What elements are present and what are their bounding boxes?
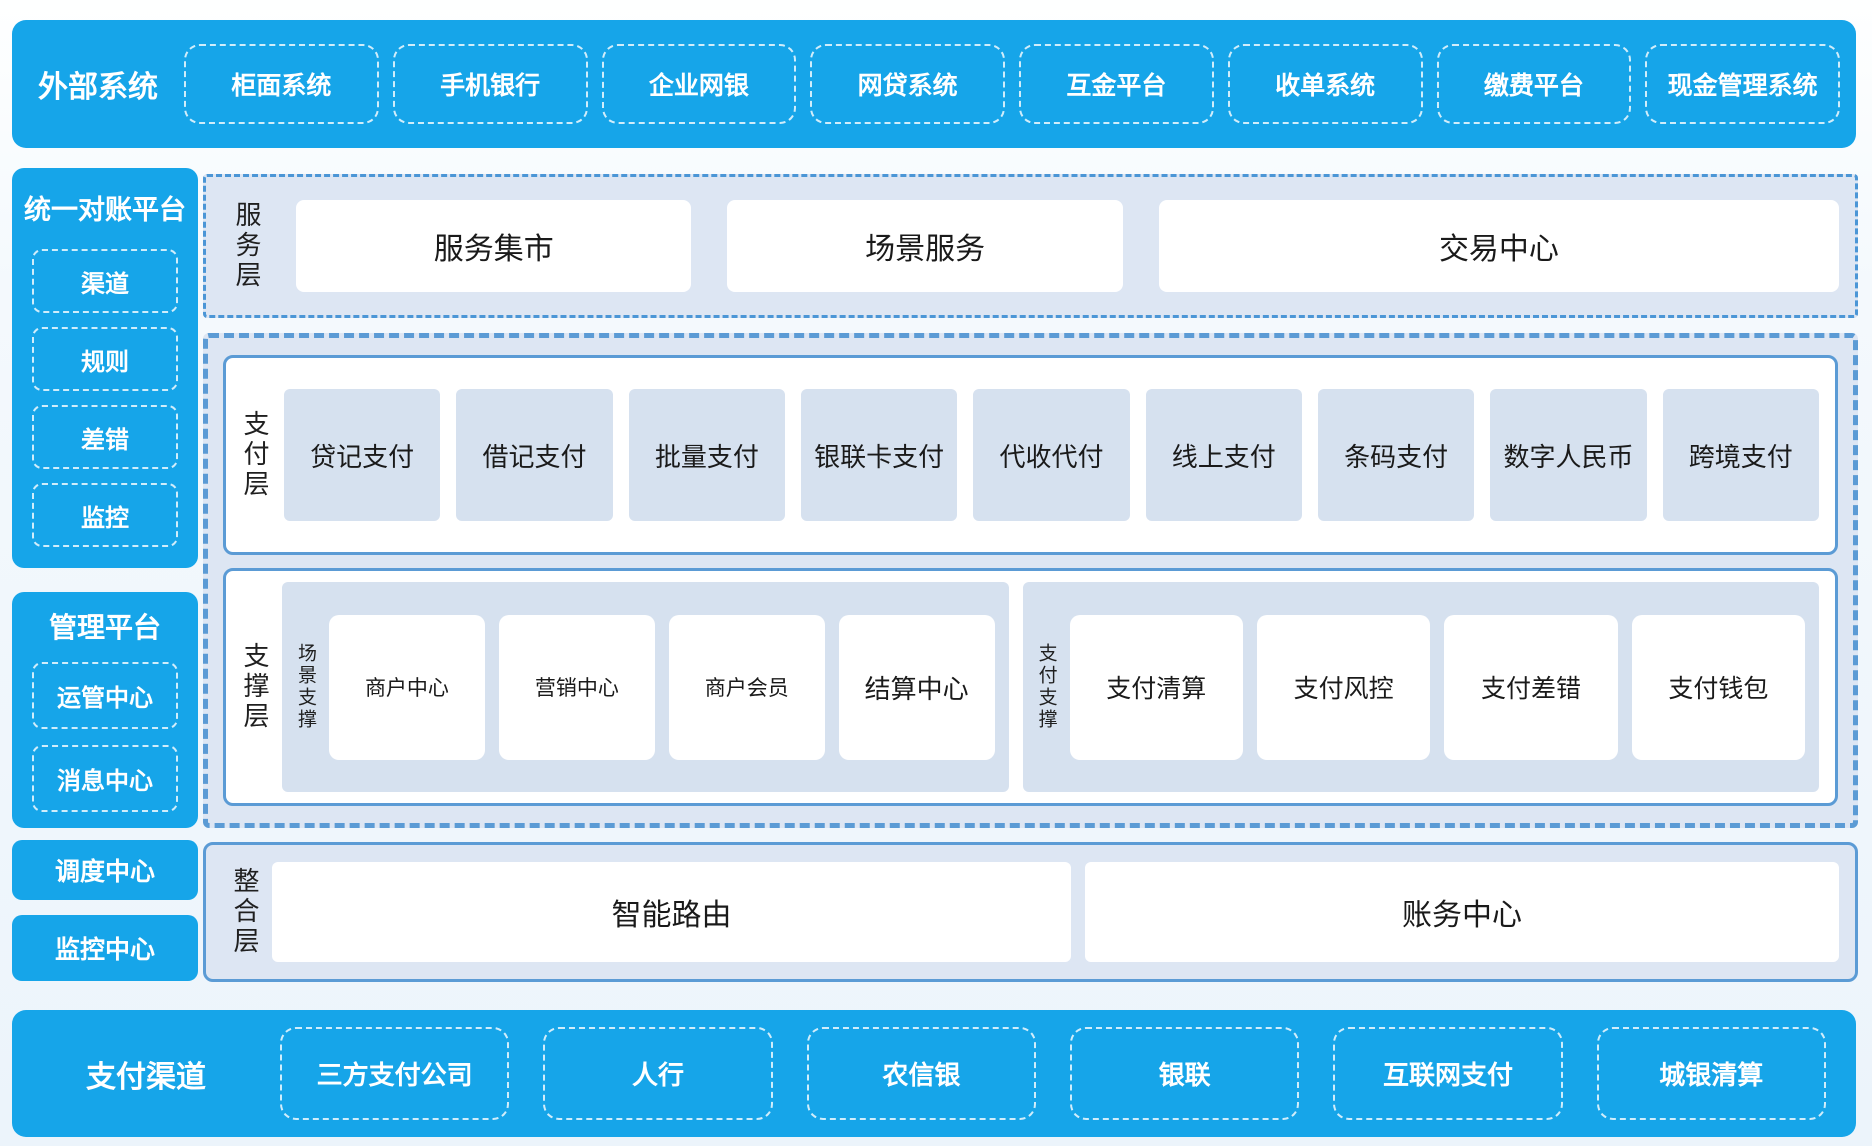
payment-channel-item: 农信银 xyxy=(806,1027,1036,1120)
scene-support-group: 场景支撑 商户中心 营销中心 商户会员 结算中心 xyxy=(282,582,1009,792)
payment-item: 贷记支付 xyxy=(284,389,441,521)
payment-support-item: 支付风控 xyxy=(1256,614,1431,760)
payment-channel-item: 三方支付公司 xyxy=(280,1027,510,1120)
external-system-item: 收单系统 xyxy=(1227,44,1423,124)
monitor-center-block: 监控中心 xyxy=(12,915,198,981)
service-layer-label: 服务层 xyxy=(232,201,262,291)
payment-item: 代收代付 xyxy=(973,389,1130,521)
payment-channels-items: 三方支付公司 人行 农信银 银联 互联网支付 城银清算 xyxy=(280,1027,1826,1120)
payment-item: 银联卡支付 xyxy=(800,389,958,521)
core-layers-band: 支付层 贷记支付 借记支付 批量支付 银联卡支付 代收代付 线上支付 条码支付 … xyxy=(203,333,1858,828)
payment-channels-bar: 支付渠道 三方支付公司 人行 农信银 银联 互联网支付 城银清算 xyxy=(12,1010,1856,1137)
reconciliation-item: 渠道 xyxy=(32,249,178,313)
service-item: 场景服务 xyxy=(727,200,1123,292)
external-system-item: 互金平台 xyxy=(1019,44,1214,124)
external-system-item: 现金管理系统 xyxy=(1645,44,1840,124)
support-layer-panel: 支撑层 场景支撑 商户中心 营销中心 商户会员 结算中心 支付支撑 支付清算 支… xyxy=(223,568,1838,806)
management-platform-panel: 管理平台 运管中心 消息中心 xyxy=(12,592,198,828)
payment-support-group: 支付支撑 支付清算 支付风控 支付差错 支付钱包 xyxy=(1022,582,1819,792)
payment-channels-title: 支付渠道 xyxy=(86,1060,206,1094)
payment-support-item: 支付清算 xyxy=(1069,614,1243,760)
payment-item: 条码支付 xyxy=(1317,389,1475,521)
payment-item: 数字人民币 xyxy=(1490,389,1647,521)
payment-item: 借记支付 xyxy=(456,389,613,521)
management-item: 消息中心 xyxy=(32,745,178,812)
reconciliation-platform-panel: 统一对账平台 渠道 规则 差错 监控 xyxy=(12,168,198,568)
scene-support-item: 营销中心 xyxy=(498,614,655,760)
service-item: 服务集市 xyxy=(296,200,692,292)
management-item: 运管中心 xyxy=(32,662,178,729)
external-system-item: 企业网银 xyxy=(601,44,797,124)
payment-channel-item: 银联 xyxy=(1069,1027,1300,1120)
service-item: 交易中心 xyxy=(1158,200,1840,292)
management-platform-title: 管理平台 xyxy=(48,612,161,643)
payment-support-item: 支付钱包 xyxy=(1631,614,1806,760)
integration-layer-section: 整合层 智能路由 账务中心 xyxy=(203,842,1858,982)
service-layer-section: 服务层 服务集市 场景服务 交易中心 xyxy=(203,174,1858,318)
external-systems-bar: 外部系统 柜面系统 手机银行 企业网银 网贷系统 互金平台 收单系统 缴费平台 … xyxy=(12,20,1856,148)
reconciliation-item: 规则 xyxy=(32,327,178,391)
payment-item: 跨境支付 xyxy=(1662,389,1819,521)
support-layer-label: 支撑层 xyxy=(240,642,270,732)
payment-support-label: 支付支撑 xyxy=(1035,643,1057,731)
external-system-item: 网贷系统 xyxy=(810,44,1005,124)
scene-support-item: 结算中心 xyxy=(838,614,995,760)
external-systems-title: 外部系统 xyxy=(38,71,158,104)
payment-layer-label: 支付层 xyxy=(240,410,270,500)
scene-support-label: 场景支撑 xyxy=(295,643,316,731)
integration-item: 智能路由 xyxy=(272,862,1072,962)
external-systems-items: 柜面系统 手机银行 企业网银 网贷系统 互金平台 收单系统 缴费平台 现金管理系… xyxy=(184,44,1840,124)
payment-item: 线上支付 xyxy=(1145,389,1302,521)
dispatch-center-block: 调度中心 xyxy=(12,840,198,900)
payment-layer-panel: 支付层 贷记支付 借记支付 批量支付 银联卡支付 代收代付 线上支付 条码支付 … xyxy=(223,355,1838,555)
payment-channel-item: 人行 xyxy=(543,1027,773,1120)
scene-support-item: 商户会员 xyxy=(668,614,825,760)
integration-layer-label: 整合层 xyxy=(230,867,260,957)
external-system-item: 柜面系统 xyxy=(184,44,379,124)
external-system-item: 手机银行 xyxy=(392,44,588,124)
payment-channel-item: 城银清算 xyxy=(1596,1027,1826,1120)
payment-support-item: 支付差错 xyxy=(1444,614,1618,760)
payment-item: 批量支付 xyxy=(628,389,785,521)
payment-channel-item: 互联网支付 xyxy=(1333,1027,1563,1120)
integration-item: 账务中心 xyxy=(1085,862,1839,962)
reconciliation-platform-title: 统一对账平台 xyxy=(24,195,186,225)
reconciliation-item: 监控 xyxy=(32,483,178,547)
external-system-item: 缴费平台 xyxy=(1436,44,1632,124)
scene-support-item: 商户中心 xyxy=(329,614,485,760)
reconciliation-item: 差错 xyxy=(32,405,178,469)
